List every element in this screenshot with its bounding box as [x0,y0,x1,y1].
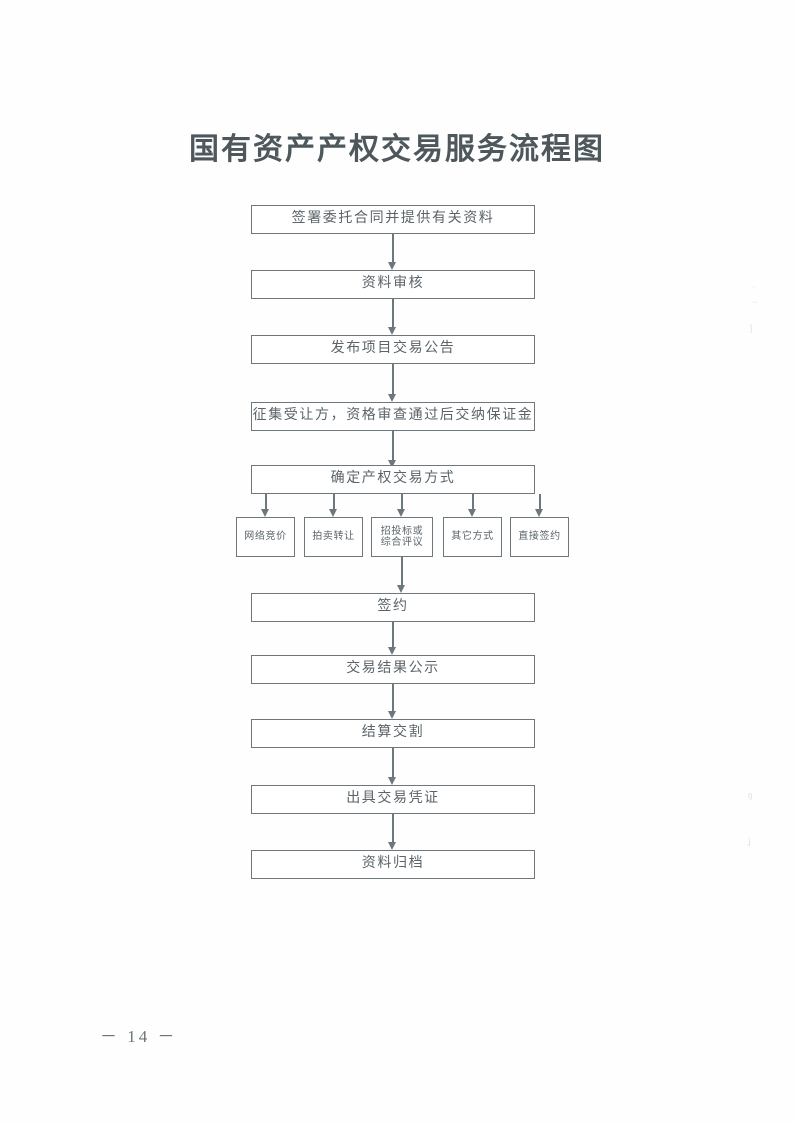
arrow-head-8-9 [388,777,396,785]
method-2-line-1: 拍卖转让 [312,531,355,543]
flow-node-step-2: 资料审核 [251,270,535,299]
arrow-head-4-5 [388,460,396,468]
connector-4-5 [392,431,394,460]
flow-node-step-3: 发布项目交易公告 [251,335,535,364]
connector-5-method-1 [265,494,267,511]
arrow-head-2-3 [388,327,396,335]
flow-node-method-1: 网络竞价 [236,517,295,557]
connector-6-7 [392,622,394,647]
connector-5-method-5 [539,494,541,511]
method-3-line-1: 招投标或 [380,525,424,537]
flow-node-step-9: 出具交易凭证 [251,785,535,814]
connector-9-10 [392,814,394,842]
scan-artifact-5: ʝ [748,836,751,846]
connector-8-9 [392,748,394,777]
flow-node-method-4: 其它方式 [443,517,502,557]
arrow-head-method-1 [261,509,269,517]
arrow-head-1-2 [388,262,396,270]
scan-artifact-1: · [752,283,755,293]
arrow-head-method-2 [329,509,337,517]
flow-node-step-10: 资料归档 [251,850,535,879]
arrow-head-method-4 [468,509,476,517]
connector-5-method-4 [472,494,474,511]
method-4-line-1: 其它方式 [451,531,494,543]
connector-7-8 [392,684,394,711]
connector-1-2 [392,234,394,262]
connector-5-method-3 [401,494,403,511]
connector-methods-6 [401,557,403,585]
arrow-head-methods-6 [397,585,405,593]
arrow-head-7-8 [388,711,396,719]
flow-node-step-1: 签署委托合同并提供有关资料 [251,205,535,234]
method-3-line-2: 综合评议 [380,537,424,548]
arrow-head-6-7 [388,647,396,655]
arrow-head-method-3 [397,509,405,517]
connector-2-3 [392,299,394,327]
flow-node-step-4: 征集受让方，资格审查通过后交纳保证金 [251,402,535,431]
connector-5-method-2 [333,494,335,511]
arrow-head-method-5 [535,509,543,517]
arrow-head-3-4 [388,394,396,402]
connector-3-4 [392,364,394,394]
arrow-head-9-10 [388,842,396,850]
flow-node-method-2: 拍卖转让 [304,517,363,557]
flow-node-step-7: 交易结果公示 [251,655,535,684]
flow-node-method-5: 直接签约 [510,517,569,557]
flowchart: 签署委托合同并提供有关资料 资料审核 发布项目交易公告 征集受让方，资格审查通过… [236,205,569,879]
scan-artifact-4: ŋ [748,790,753,800]
page-title: 国有资产产权交易服务流程图 [189,133,605,166]
method-5-line-1: 直接签约 [518,531,561,543]
flow-node-step-5: 确定产权交易方式 [251,465,535,494]
scan-artifact-2: − [752,297,758,307]
scan-artifact-3: ǰ [750,323,753,333]
page-number: － 14 － [100,1027,178,1046]
method-1-line-1: 网络竞价 [244,531,287,543]
flow-node-method-3: 招投标或 综合评议 [371,517,433,557]
flow-node-step-8: 结算交割 [251,719,535,748]
flow-node-step-6: 签约 [251,593,535,622]
